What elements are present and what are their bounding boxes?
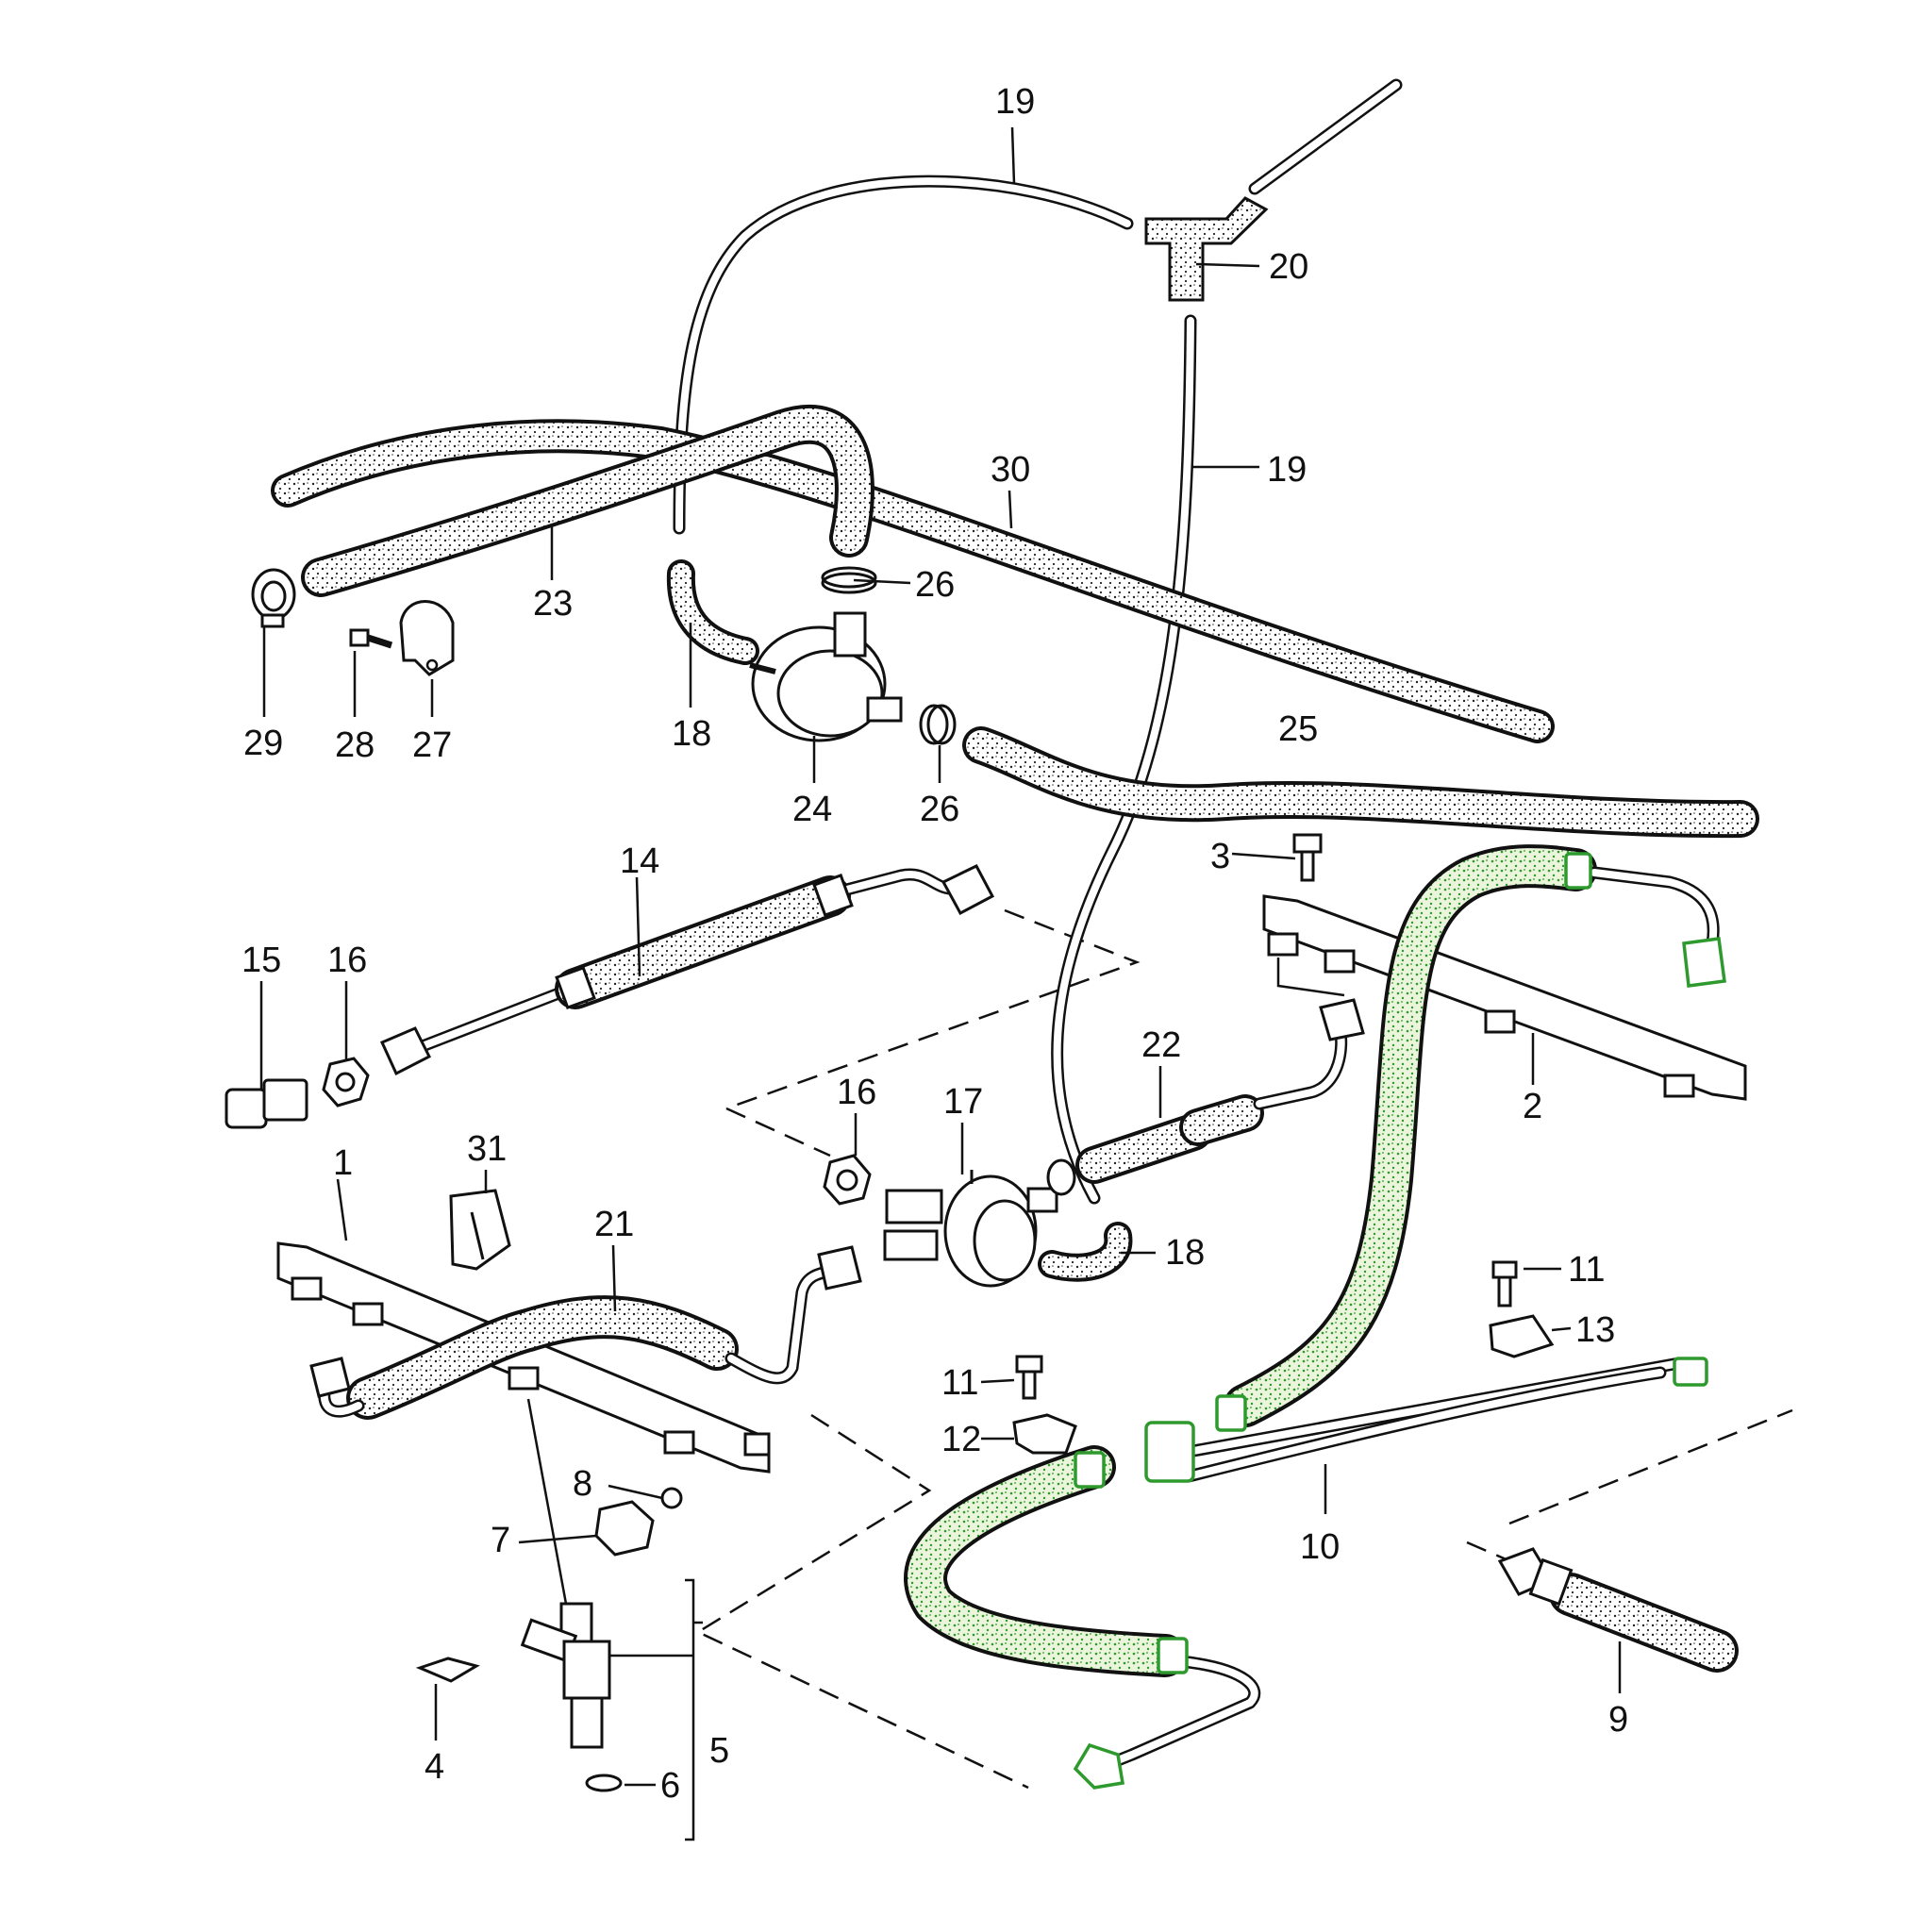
nut-16-upper [322,1057,370,1108]
clamp-26-upper [821,566,877,594]
callout-22: 22 [1141,1025,1181,1065]
callout-15: 15 [242,941,281,980]
callout-26-lower: 26 [920,790,959,829]
pressure-regulator-17 [883,1170,1058,1288]
clip-4 [415,1657,480,1683]
callout-23: 23 [533,584,573,624]
bracket-13 [1489,1314,1555,1358]
fuel-line-22 [1075,998,1365,1184]
clip-31 [449,1189,511,1271]
callout-11-left: 11 [941,1363,978,1403]
callout-27: 27 [412,725,452,765]
bolt-11-right [1491,1260,1518,1307]
callout-12: 12 [941,1420,981,1459]
o-ring-8 [660,1487,683,1509]
callout-1: 1 [333,1143,353,1183]
callout-18-upper: 18 [672,714,711,754]
bolt-3 [1292,833,1323,882]
callout-16-upper: 16 [327,941,367,980]
nut-near-22 [1046,1158,1076,1196]
callout-26-upper: 26 [915,565,955,605]
callout-30: 30 [991,450,1030,490]
seal-6 [585,1774,623,1792]
hose-30 [271,419,1555,743]
fuel-rail-1 [276,1241,771,1474]
callout-16-lower: 16 [837,1073,876,1112]
callout-20: 20 [1269,247,1308,287]
bolt-11-left [1015,1355,1043,1400]
leader-lines [259,126,1622,1787]
injector-group-bracket-5 [608,1578,703,1841]
fuel-line-10-highlighted [904,844,1726,1790]
callout-9: 9 [1608,1700,1628,1740]
callout-17: 17 [943,1082,983,1122]
injector-5 [520,1398,611,1749]
callout-24: 24 [792,790,832,829]
cap-7 [594,1500,655,1557]
callout-6: 6 [660,1766,680,1806]
hose-25 [962,726,1759,839]
callout-19-right: 19 [1267,450,1307,490]
callout-4: 4 [425,1747,444,1787]
hose-18-upper [666,559,759,665]
fuel-line-9 [1497,1547,1739,1673]
vacuum-line-19 [673,78,1403,1205]
fuel-line-14 [380,864,995,1076]
t-connector-20 [1144,196,1269,302]
callout-19-top: 19 [995,82,1035,122]
callout-18-lower: 18 [1165,1233,1205,1273]
clamp-26-lower [919,704,957,745]
hose-18-lower [1038,1222,1133,1282]
bracket-27 [399,600,455,676]
callout-2: 2 [1523,1087,1542,1126]
nut-16-lower [823,1154,872,1206]
callout-25: 25 [1278,709,1318,749]
bracket-12 [1012,1413,1077,1455]
callout-7: 7 [491,1521,510,1560]
callout-14: 14 [620,841,659,881]
callout-11-right: 11 [1568,1250,1605,1290]
callout-3: 3 [1210,837,1230,876]
callout-5: 5 [709,1731,729,1771]
bolt-28 [349,628,393,649]
callout-31: 31 [467,1129,507,1169]
vacuum-unit-24 [749,611,903,742]
hose-23 [301,404,874,597]
callout-8: 8 [573,1464,592,1504]
union-15 [225,1078,308,1129]
callout-13: 13 [1575,1310,1615,1350]
callout-29: 29 [243,724,283,763]
clamp-29 [251,568,296,628]
callout-10: 10 [1300,1527,1340,1567]
callout-labels: 19 20 19 30 23 26 18 24 26 29 28 27 25 3… [242,82,1628,1806]
fuel-rail-2 [1262,894,1747,1101]
callout-21: 21 [594,1205,634,1244]
callout-28: 28 [335,725,375,765]
fuel-line-21 [309,1245,862,1420]
